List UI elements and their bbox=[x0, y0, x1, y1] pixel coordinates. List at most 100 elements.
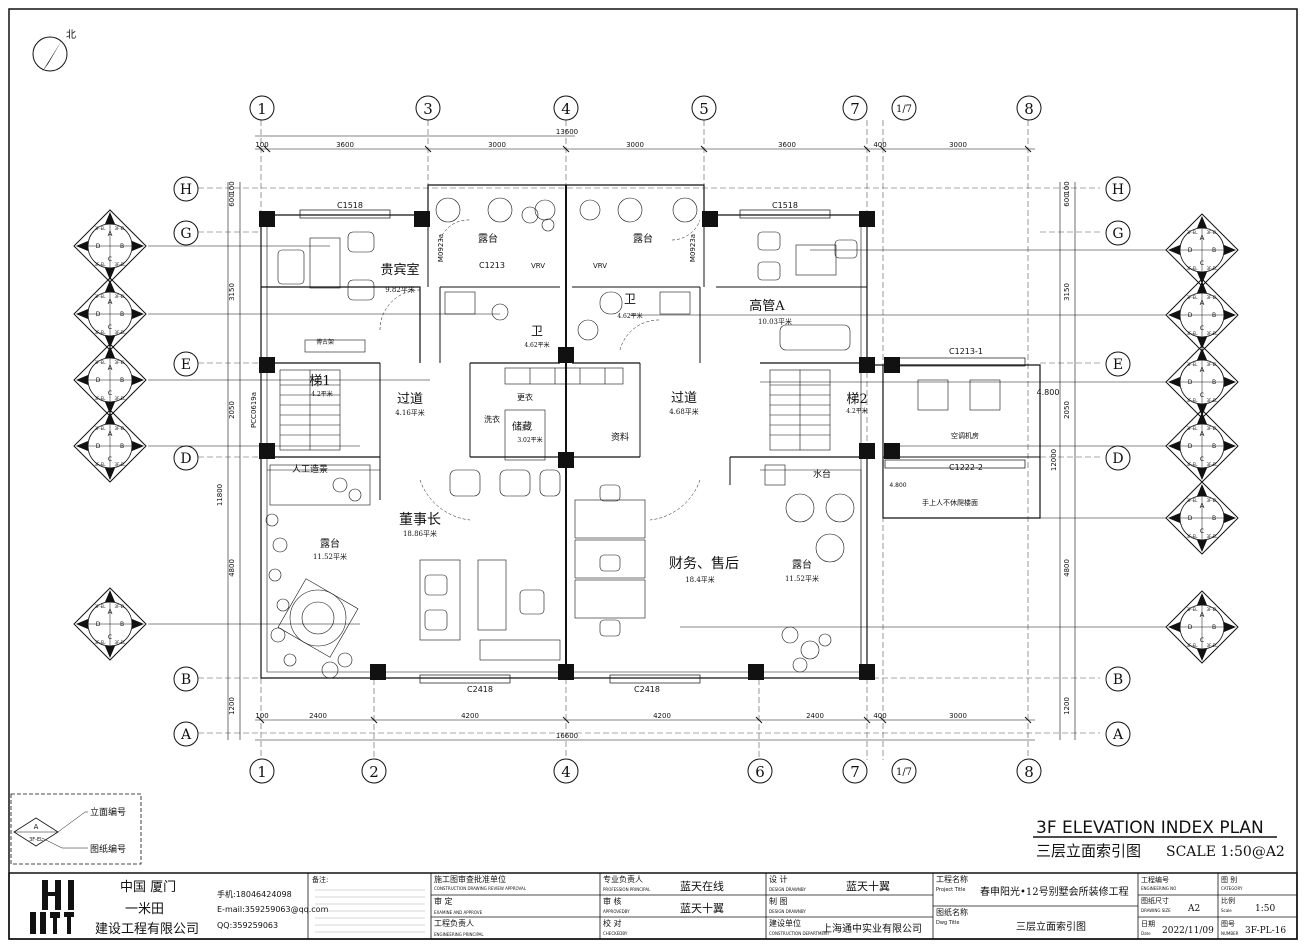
dim-bottom-total: 16600 bbox=[556, 732, 578, 740]
room-terrace-n1: 露台 bbox=[478, 232, 498, 245]
index-symbol-top-label: A bbox=[108, 608, 113, 616]
room-terrace-s1-area: 11.52平米 bbox=[313, 552, 347, 561]
index-symbol-ref-label: 3F-EL bbox=[1186, 534, 1198, 539]
room-terrace-n2: 露台 bbox=[633, 232, 653, 245]
axis-right-g: G bbox=[1112, 226, 1123, 242]
index-symbol-ref-label: 3F-EL bbox=[1206, 462, 1218, 467]
index-symbol-left-label: D bbox=[1188, 443, 1193, 450]
room-stair-1-area: 4.2平米 bbox=[311, 390, 333, 398]
index-symbol-left-label: D bbox=[1188, 312, 1193, 319]
index-symbol-ref-label: 3F-EL bbox=[1206, 331, 1218, 336]
axis-bottom-1: 1 bbox=[257, 763, 267, 781]
dim-right-3: 2050 bbox=[1063, 401, 1071, 419]
design-label: 设 计 bbox=[769, 874, 788, 884]
project-title-label: 工程名称 bbox=[936, 874, 968, 884]
structural-columns bbox=[259, 211, 900, 680]
dim-bottom-1: 2400 bbox=[309, 712, 327, 720]
dim-right-4: 4800 bbox=[1063, 559, 1071, 577]
scale-label: 比例 bbox=[1221, 896, 1235, 905]
axis-bottom-7: 7 bbox=[850, 763, 860, 781]
plant-decoration bbox=[265, 206, 832, 679]
index-symbol-ref-label: 3F-EL bbox=[114, 640, 126, 645]
legend-box bbox=[10, 793, 142, 865]
room-stair-1: 梯1 bbox=[309, 374, 330, 389]
index-symbol-ref-label: 3F-EL bbox=[1206, 362, 1218, 367]
dim-bottom-4: 2400 bbox=[806, 712, 824, 720]
room-stair-2: 梯2 bbox=[846, 392, 867, 407]
dim-top-3: 3000 bbox=[626, 141, 644, 149]
index-symbol-right-label: B bbox=[1212, 379, 1216, 386]
index-symbol-top-label: A bbox=[1200, 430, 1205, 438]
eng-principal-en: ENGINEERING PRINCIPAL bbox=[434, 932, 484, 937]
legend-elevation-label: 立面编号 bbox=[90, 806, 126, 818]
index-symbol-right-label: B bbox=[120, 377, 124, 384]
company-email: E-mail:359259063@qq.com bbox=[217, 905, 329, 914]
prof-principal-name: 蓝天在线 bbox=[680, 879, 724, 893]
north-arrow-icon: 北 bbox=[32, 29, 76, 72]
index-symbol-left-label: D bbox=[1188, 379, 1193, 386]
number-en: NUMBER bbox=[1221, 931, 1239, 936]
axis-bubbles-right bbox=[1105, 176, 1131, 747]
index-symbol-ref-label: 3F-EL bbox=[1206, 230, 1218, 235]
index-symbol-ref-label: 3F-EL bbox=[94, 294, 106, 299]
index-symbol-top-label: A bbox=[108, 230, 113, 238]
company-phone: 手机:18046424098 bbox=[217, 889, 292, 899]
window-c1213: C1213 bbox=[479, 261, 505, 270]
eng-no-label: 工程编号 bbox=[1141, 875, 1169, 884]
window-c1518-right: C1518 bbox=[772, 201, 798, 210]
index-symbol-left-label: D bbox=[96, 621, 101, 628]
room-corridor-1-area: 4.16平米 bbox=[395, 408, 425, 417]
label-vrv-2: VRV bbox=[593, 262, 607, 270]
dim-bottom-5: 400 bbox=[873, 712, 886, 720]
index-symbol-ref-label: 3F-EL bbox=[114, 330, 126, 335]
index-symbol-ref-label: 3F-EL bbox=[1186, 498, 1198, 503]
window-c2418-right: C2418 bbox=[634, 685, 660, 694]
index-symbol-ref-label: 3F-EL bbox=[114, 226, 126, 231]
dim-top-6: 3000 bbox=[949, 141, 967, 149]
index-symbol-ref-label: 3F-EL bbox=[94, 396, 106, 401]
checked-en: CHECKEDBY bbox=[603, 931, 628, 936]
drawing-title-zh: 三层立面索引图 bbox=[1036, 842, 1141, 860]
index-symbol-ref-label: 3F-EL bbox=[1186, 398, 1198, 403]
dim-left-2: 3150 bbox=[228, 283, 236, 301]
room-guest: 贵宾室 bbox=[380, 262, 419, 278]
axis-bottom-6: 6 bbox=[755, 763, 765, 781]
index-symbol-ref-label: 3F-EL bbox=[94, 360, 106, 365]
company-name-1: 一米田 bbox=[125, 902, 164, 917]
room-stair-2-area: 4.2平米 bbox=[846, 407, 868, 415]
room-manager-a: 高管A bbox=[749, 298, 785, 314]
window-frames bbox=[299, 209, 1026, 684]
dim-4800b: 4.800 bbox=[889, 482, 906, 489]
index-symbol-right-label: B bbox=[120, 311, 124, 318]
axis-bottom-2: 2 bbox=[369, 763, 379, 781]
dim-bottom-6: 3000 bbox=[949, 712, 967, 720]
axis-left-h: H bbox=[180, 182, 192, 198]
index-symbol-top-label: A bbox=[108, 298, 113, 306]
index-symbol-bottom-label: C bbox=[108, 390, 112, 397]
door-m0923-left: M0923a bbox=[437, 234, 445, 262]
index-symbol-ref-label: 3F-EL bbox=[114, 294, 126, 299]
drawing-name: 三层立面索引图 bbox=[1016, 920, 1086, 933]
dim-left-3: 2050 bbox=[228, 401, 236, 419]
window-c1518-left: C1518 bbox=[337, 201, 363, 210]
dim-top-5: 400 bbox=[873, 141, 886, 149]
door-m0923-right: M0923a bbox=[689, 234, 697, 262]
index-symbol-ref-label: 3F-EL bbox=[94, 604, 106, 609]
dimension-ticks bbox=[257, 145, 1032, 724]
index-symbol-ref-label: 3F-EL bbox=[1206, 426, 1218, 431]
index-symbol-ref-label: 3F-EL bbox=[1186, 643, 1198, 648]
dim-top-0: 100 bbox=[255, 141, 268, 149]
dim-right-5: 1200 bbox=[1063, 697, 1071, 715]
index-symbol-ref-label: 3F-EL bbox=[1206, 607, 1218, 612]
stair-2 bbox=[769, 369, 831, 451]
index-symbol-left-label: D bbox=[96, 243, 101, 250]
index-symbol-bottom-label: C bbox=[108, 324, 112, 331]
room-bath-2: 卫 bbox=[624, 292, 636, 306]
index-symbol-right-label: B bbox=[120, 243, 124, 250]
grid-lines bbox=[198, 120, 1100, 760]
